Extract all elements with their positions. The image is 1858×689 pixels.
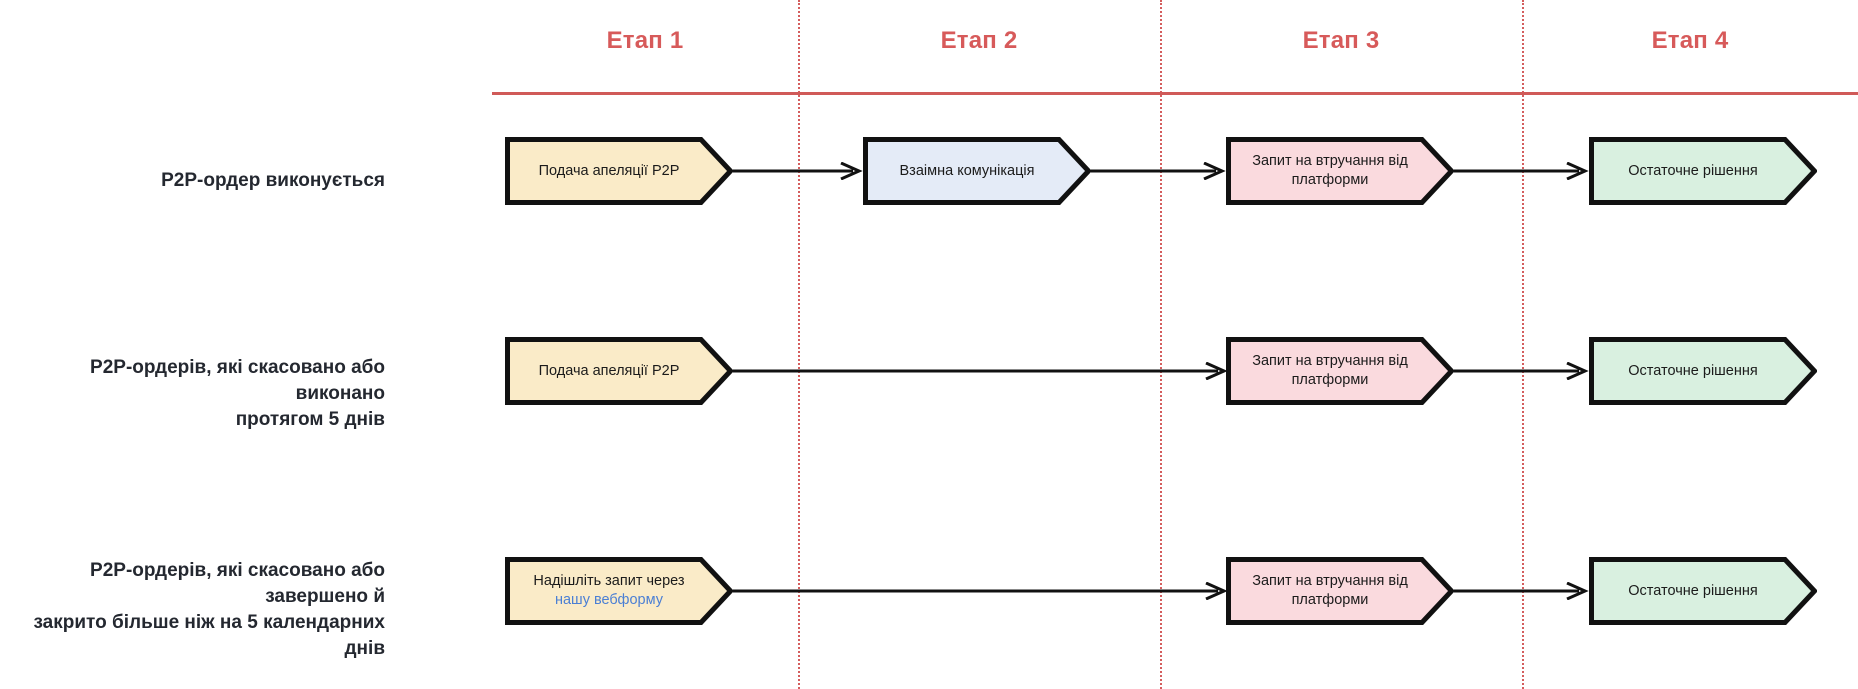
row-label-2-line2: протягом 5 днів xyxy=(235,409,385,430)
step-r3-webform-request[interactable]: Надішліть запит через нашу вебформу xyxy=(505,557,733,625)
connector-r2-1 xyxy=(733,362,1228,380)
step-label: Взаімна комунікація xyxy=(899,162,1035,179)
step-r1-final-decision[interactable]: Остаточне рішення xyxy=(1589,137,1817,205)
step-label: Запит на втручання від платформи xyxy=(1252,573,1408,608)
header-underline xyxy=(492,92,1858,95)
chevron-shape-pink xyxy=(1226,137,1454,205)
connector-r1-3 xyxy=(1454,162,1589,180)
step-r3-platform-intervention[interactable]: Запит на втручання від платформи xyxy=(1226,557,1454,625)
webform-link[interactable]: нашу вебформу xyxy=(554,592,663,608)
chevron-shape-green xyxy=(1589,337,1817,405)
chevron-shape-pink xyxy=(1226,557,1454,625)
step-r1-mutual-communication[interactable]: Взаімна комунікація xyxy=(863,137,1091,205)
connector-r1-1 xyxy=(733,162,863,180)
step-label-text: Надішліть запит через xyxy=(533,573,685,589)
step-label-block: Надішліть запит через нашу вебформу xyxy=(519,572,699,610)
connector-r2-2 xyxy=(1454,362,1589,380)
connector-r1-2 xyxy=(1091,162,1226,180)
step-label: Остаточне рішення xyxy=(1628,362,1758,379)
chevron-shape-green xyxy=(1589,557,1817,625)
step-label: Запит на втручання від платформи xyxy=(1252,153,1408,188)
chevron-shape-cream xyxy=(505,137,733,205)
arrow-right-icon xyxy=(1091,162,1226,180)
stage-title-3: Етап 3 xyxy=(1302,27,1380,54)
step-r1-platform-intervention[interactable]: Запит на втручання від платформи xyxy=(1226,137,1454,205)
chevron-shape-blue xyxy=(863,137,1091,205)
chevron-shape-pink xyxy=(1226,337,1454,405)
step-r2-submit-appeal[interactable]: Подача апеляції P2P xyxy=(505,337,733,405)
arrow-right-icon xyxy=(733,162,863,180)
step-label: Подача апеляції P2P xyxy=(538,162,680,179)
arrow-right-icon xyxy=(733,362,1228,380)
step-label: Подача апеляції P2P xyxy=(538,362,680,379)
row-label-2: P2P-ордерів, які скасовано або виконано … xyxy=(30,355,385,433)
stage-title-4: Етап 4 xyxy=(1651,27,1729,54)
stage-divider-3 xyxy=(1522,0,1524,689)
chevron-shape-cream xyxy=(505,557,733,625)
step-label: Остаточне рішення xyxy=(1628,582,1758,599)
row-label-2-line1: P2P-ордерів, які скасовано або виконано xyxy=(90,357,385,404)
step-r2-final-decision[interactable]: Остаточне рішення xyxy=(1589,337,1817,405)
arrow-right-icon xyxy=(1454,582,1589,600)
row-label-3: P2P-ордерів, які скасовано або завершено… xyxy=(20,558,385,662)
arrow-right-icon xyxy=(1454,162,1589,180)
connector-r3-2 xyxy=(1454,582,1589,600)
row-label-3-line1: P2P-ордерів, які скасовано або завершено… xyxy=(90,560,385,607)
step-r1-submit-appeal[interactable]: Подача апеляції P2P xyxy=(505,137,733,205)
stage-divider-2 xyxy=(1160,0,1162,689)
chevron-shape-cream xyxy=(505,337,733,405)
row-label-1: P2P-ордер виконується xyxy=(161,170,385,191)
step-label: Остаточне рішення xyxy=(1628,162,1758,179)
stage-title-1: Етап 1 xyxy=(606,27,684,54)
stage-title-2: Етап 2 xyxy=(940,27,1018,54)
connector-r3-1 xyxy=(733,582,1228,600)
row-label-3-line2: закрито більше ніж на 5 календарних днів xyxy=(33,612,385,659)
stage-divider-1 xyxy=(798,0,800,689)
arrow-right-icon xyxy=(733,582,1228,600)
step-r3-final-decision[interactable]: Остаточне рішення xyxy=(1589,557,1817,625)
step-label: Запит на втручання від платформи xyxy=(1252,353,1408,388)
arrow-right-icon xyxy=(1454,362,1589,380)
step-r2-platform-intervention[interactable]: Запит на втручання від платформи xyxy=(1226,337,1454,405)
chevron-shape-green xyxy=(1589,137,1817,205)
